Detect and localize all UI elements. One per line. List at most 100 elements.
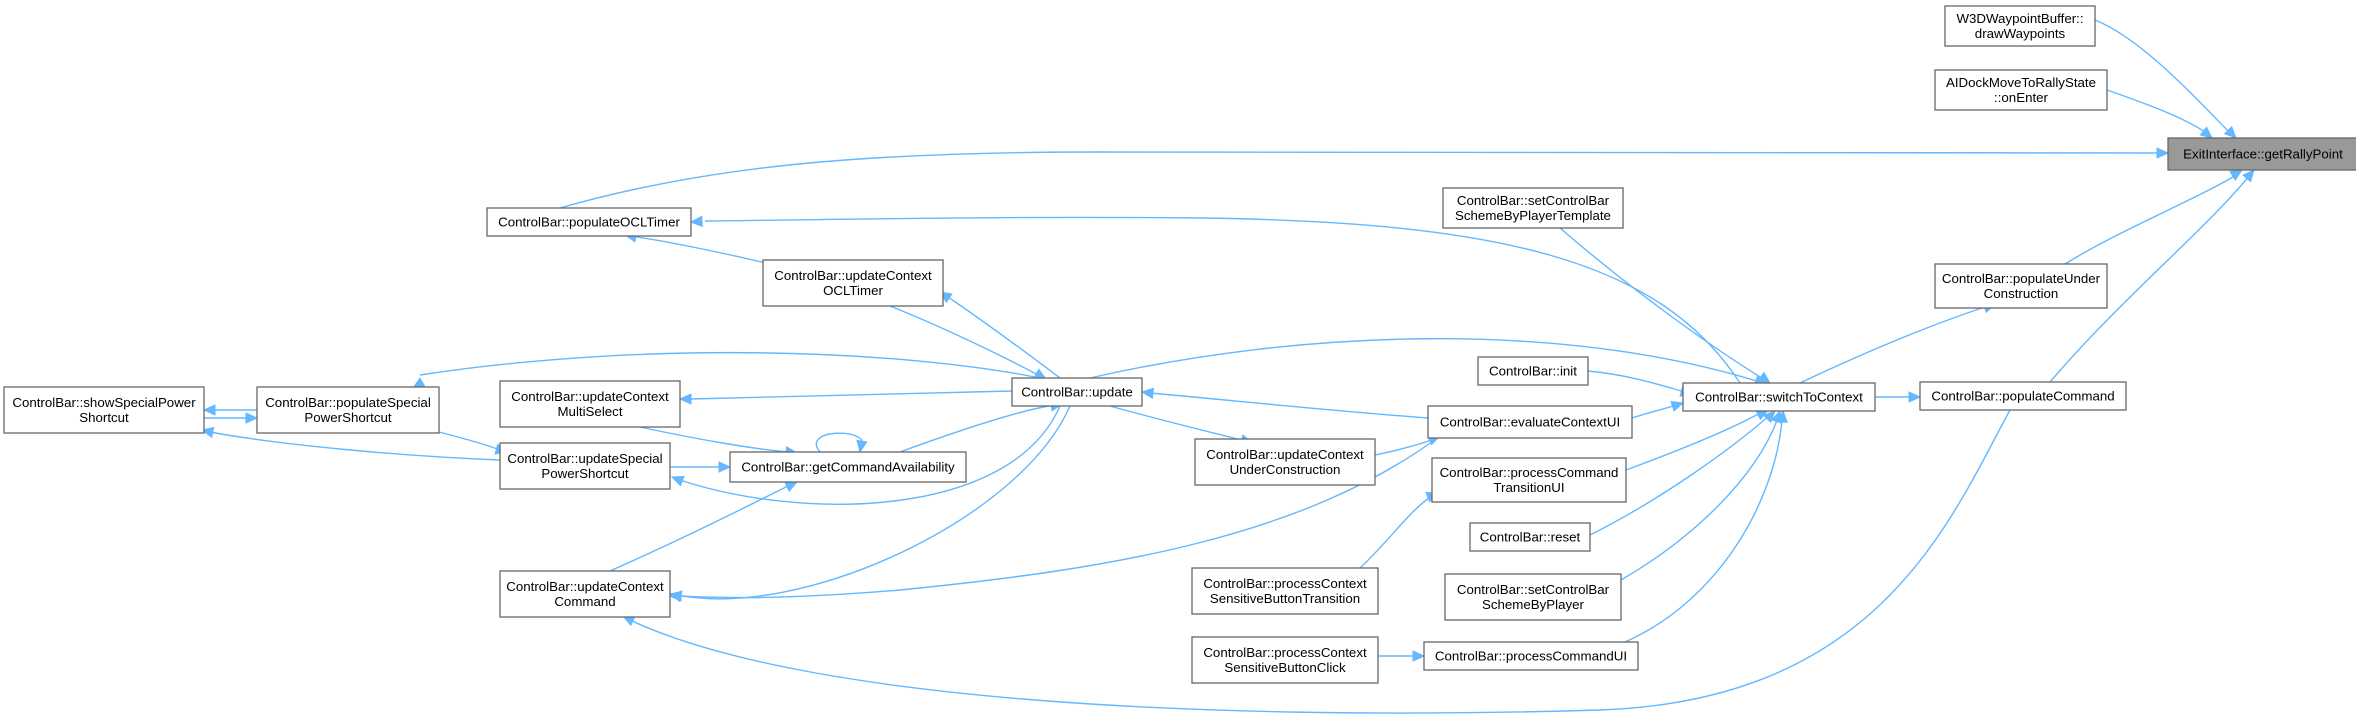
- node-box: [486, 207, 692, 237]
- node-reset[interactable]: ControlBar::reset: [1469, 522, 1591, 552]
- node-box: [1944, 5, 2096, 47]
- node-setscheme[interactable]: ControlBar::setControlBarSchemeByPlayerT…: [1442, 187, 1624, 229]
- edge-line: [1587, 370, 1686, 393]
- node-label: ControlBar::populateSpecial: [265, 395, 431, 410]
- node-evalctx[interactable]: ControlBar::evaluateContextUI: [1427, 405, 1633, 439]
- edge-setscheme-to-switch: [1559, 227, 1771, 384]
- node-exit[interactable]: ExitInterface::getRallyPoint: [2167, 137, 2356, 171]
- node-label: ControlBar::populateOCLTimer: [498, 215, 680, 230]
- edge-line: [889, 305, 1041, 377]
- edge-arrowhead: [2199, 126, 2213, 139]
- edge-line: [1620, 417, 1779, 581]
- node-label: drawWaypoints: [1975, 26, 2066, 41]
- edge-line: [1625, 411, 1763, 471]
- edge-line: [689, 390, 1013, 400]
- edge-init-to-switch: [1587, 370, 1694, 397]
- edge-showsp-to-popsp: [204, 412, 259, 424]
- edge-usp-to-getavail: [670, 461, 732, 473]
- node-label: UnderConstruction: [1230, 462, 1341, 477]
- node-box: [1469, 522, 1591, 552]
- node-label: ControlBar::processContext: [1203, 645, 1367, 660]
- node-label: SensitiveButtonTransition: [1210, 591, 1360, 606]
- node-init[interactable]: ControlBar::init: [1477, 356, 1589, 386]
- node-pocl[interactable]: ControlBar::populateOCLTimer: [486, 207, 692, 237]
- node-box: [1431, 457, 1627, 503]
- node-label: ControlBar::updateSpecial: [507, 451, 662, 466]
- edge-arrowhead: [784, 481, 799, 493]
- edge-popsp-to-usp: [438, 431, 509, 455]
- node-label: MultiSelect: [557, 404, 622, 419]
- edge-line: [559, 151, 2161, 209]
- node-getavail[interactable]: ControlBar::getCommandAvailability: [729, 451, 967, 483]
- node-label: Construction: [1984, 286, 2059, 301]
- node-pcsbc[interactable]: ControlBar::processContextSensitiveButto…: [1191, 636, 1379, 684]
- edge-uccmd-to-getavail: [609, 481, 799, 572]
- edge-line: [438, 431, 501, 451]
- edge-setschemep-to-switch: [1620, 409, 1782, 581]
- edge-reset-to-switch: [1589, 410, 1776, 536]
- node-label: ControlBar::processContext: [1203, 576, 1367, 591]
- node-label: SensitiveButtonClick: [1224, 660, 1346, 675]
- node-box: [762, 259, 944, 307]
- node-box: [1442, 187, 1624, 229]
- edge-w3d-to-exit: [2094, 19, 2237, 139]
- edge-line: [677, 405, 1071, 600]
- node-label: ControlBar::populateUnder: [1942, 271, 2101, 286]
- edge-line: [1089, 338, 1761, 383]
- edge-arrowhead: [856, 439, 868, 454]
- edge-line: [1799, 305, 1989, 384]
- edge-arrowhead: [2242, 169, 2255, 183]
- node-label: ControlBar::setControlBar: [1457, 582, 1610, 597]
- edge-arrowhead: [2229, 169, 2244, 181]
- node-label: ControlBar::updateContext: [511, 389, 669, 404]
- edge-line: [609, 484, 791, 572]
- node-box: [1934, 69, 2108, 111]
- edge-arrowhead: [200, 426, 215, 439]
- edge-pocl-to-exit: [559, 147, 2170, 209]
- edge-arrowhead: [245, 412, 259, 424]
- node-label: W3DWaypointBuffer::: [1956, 11, 2083, 26]
- edge-line: [1109, 405, 1246, 442]
- node-aidock[interactable]: AIDockMoveToRallyState::onEnter: [1934, 69, 2108, 111]
- node-box: [1423, 641, 1639, 671]
- edge-arrowhead: [678, 393, 692, 405]
- edge-line: [1589, 414, 1771, 536]
- edge-line: [2049, 174, 2251, 383]
- node-box: [1011, 377, 1143, 407]
- edge-line: [1631, 404, 1677, 419]
- edge-getavail-to-update: [899, 400, 1064, 453]
- node-box: [499, 570, 671, 618]
- node-update[interactable]: ControlBar::update: [1011, 377, 1143, 407]
- edge-line: [1149, 392, 1429, 419]
- node-box: [1477, 356, 1589, 386]
- node-label: ControlBar::evaluateContextUI: [1440, 415, 1620, 430]
- node-box: [2167, 137, 2356, 171]
- edge-arrowhead: [718, 461, 732, 473]
- edge-ucocl-to-update: [889, 305, 1048, 380]
- node-ucuc[interactable]: ControlBar::updateContextUnderConstructi…: [1194, 438, 1376, 486]
- node-pcsbt[interactable]: ControlBar::processContextSensitiveButto…: [1191, 567, 1379, 615]
- node-w3d[interactable]: W3DWaypointBuffer::drawWaypoints: [1944, 5, 2096, 47]
- node-box: [1427, 405, 1633, 439]
- edge-switch-to-popunder: [1799, 302, 1997, 384]
- node-box: [3, 386, 205, 434]
- edge-line: [704, 216, 1741, 384]
- node-label: Command: [554, 594, 615, 609]
- edge-update-to-ucms: [678, 390, 1013, 405]
- node-label: ControlBar::update: [1021, 385, 1133, 400]
- node-label: PowerShortcut: [304, 410, 392, 425]
- node-switch[interactable]: ControlBar::switchToContext: [1682, 382, 1876, 412]
- node-popcmd[interactable]: ControlBar::populateCommand: [1919, 381, 2127, 411]
- edge-line: [209, 431, 501, 461]
- node-label: ControlBar::updateContext: [1206, 447, 1364, 462]
- node-pcui[interactable]: ControlBar::processCommandUI: [1423, 641, 1639, 671]
